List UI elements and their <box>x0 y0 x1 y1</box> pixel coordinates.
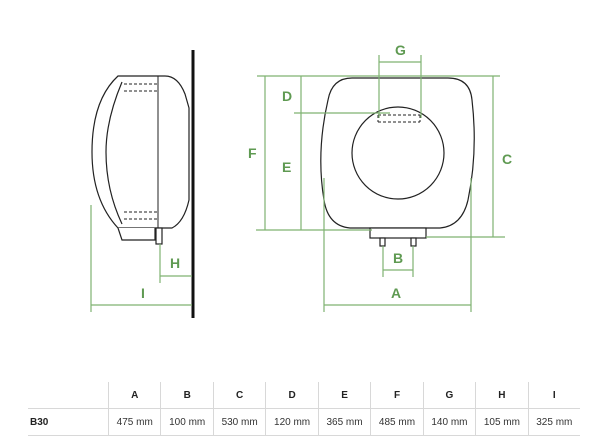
side-bottom-dashed <box>124 211 158 220</box>
table-header-c: C <box>212 382 266 409</box>
label-b: B <box>393 250 403 266</box>
table-cell-model: B30 <box>28 408 109 436</box>
label-a: A <box>391 285 401 301</box>
side-front-panel <box>105 81 123 225</box>
table-cell-h: 105 mm <box>475 408 529 436</box>
front-circle-panel <box>351 106 445 200</box>
label-h: H <box>170 255 180 271</box>
table-cell-d: 120 mm <box>265 408 319 436</box>
table-cell-i: 325 mm <box>527 408 580 436</box>
dimension-diagram: H I G F D E <box>90 42 512 318</box>
table-header-row: A B C D E F G H I <box>28 382 580 409</box>
front-connector-base <box>369 227 427 239</box>
label-f: F <box>248 145 257 161</box>
front-view: G F D E C B A <box>248 42 512 312</box>
table-header-h: H <box>475 382 529 409</box>
table-header-a: A <box>107 382 161 409</box>
table-header-f: F <box>370 382 424 409</box>
front-pipe-left <box>379 237 386 247</box>
label-c: C <box>502 151 512 167</box>
side-bottom-block <box>117 227 156 241</box>
table-cell-f: 485 mm <box>370 408 424 436</box>
label-i: I <box>141 285 145 301</box>
table-row: B30 475 mm 100 mm 530 mm 120 mm 365 mm 4… <box>28 408 580 436</box>
table-cell-c: 530 mm <box>212 408 266 436</box>
label-g: G <box>395 42 406 58</box>
table-cell-g: 140 mm <box>422 408 476 436</box>
table-header-e: E <box>317 382 371 409</box>
label-d: D <box>282 88 292 104</box>
label-e: E <box>282 159 291 175</box>
table-header-i: I <box>527 382 580 409</box>
table-header-b: B <box>160 382 214 409</box>
table-header-g: G <box>422 382 476 409</box>
side-pipe <box>155 227 163 245</box>
front-dashed-tank <box>377 114 421 123</box>
table-header-d: D <box>265 382 319 409</box>
front-pipe-right <box>410 237 417 247</box>
table-cell-a: 475 mm <box>107 408 161 436</box>
side-top-dashed <box>124 83 158 92</box>
table-cell-b: 100 mm <box>160 408 214 436</box>
table-header-blank <box>28 382 109 409</box>
table-cell-e: 365 mm <box>317 408 371 436</box>
dimension-table: A B C D E F G H I B30 475 mm 100 mm 530 … <box>28 382 580 436</box>
side-view: H I <box>90 50 195 318</box>
